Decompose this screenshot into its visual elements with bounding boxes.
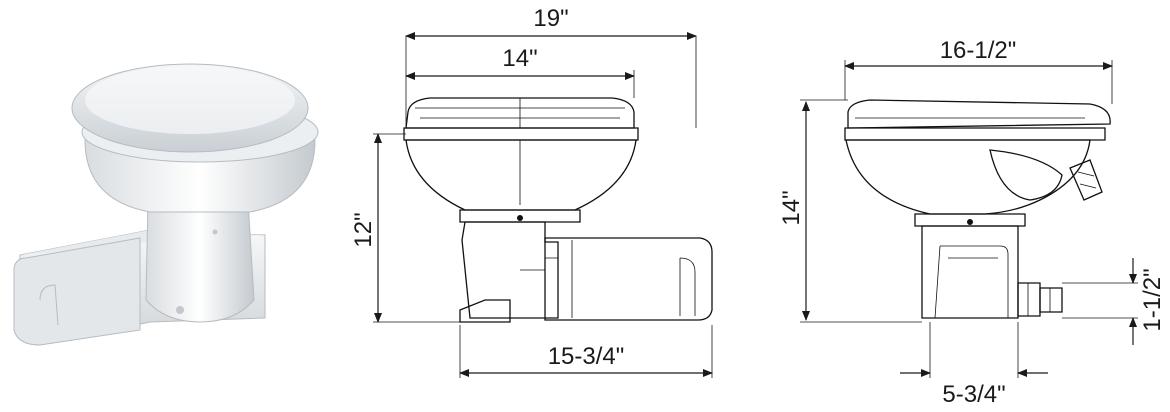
- dimension-label-1-1-2: 1-1/2": [1139, 268, 1166, 331]
- dimension-label-14-height: 14": [778, 190, 805, 225]
- dimension-label-14-width: 14": [502, 45, 537, 72]
- dimension-label-12-height: 12": [350, 212, 377, 247]
- dimension-label-15-3-4: 15-3/4": [548, 343, 625, 370]
- toilet-render-image: [13, 63, 319, 346]
- dimension-label-16-1-2: 16-1/2": [940, 37, 1017, 64]
- dimension-label-5-3-4: 5-3/4": [942, 381, 1005, 408]
- end-view-drawing: [844, 99, 1111, 319]
- dimension-lines: [373, 32, 1138, 378]
- side-view-drawing: [403, 97, 713, 323]
- dimension-label-19: 19": [533, 5, 568, 32]
